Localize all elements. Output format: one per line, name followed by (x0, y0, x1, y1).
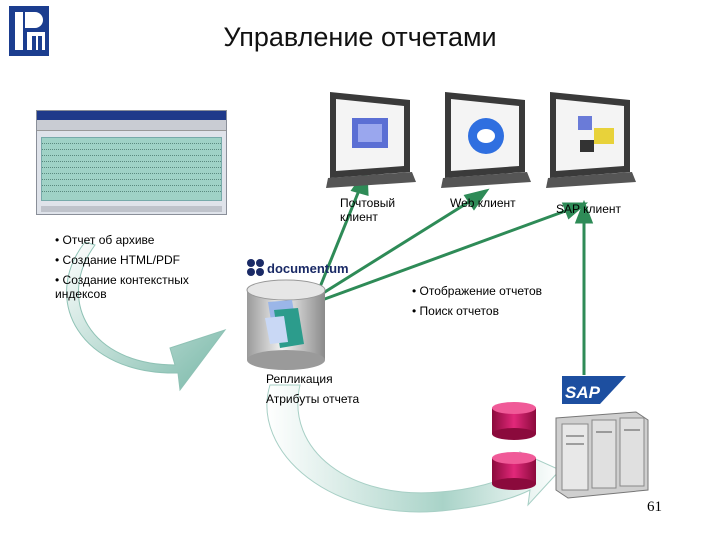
bullet-item: • Поиск отчетов (412, 304, 499, 318)
report-status-bar (41, 206, 222, 212)
documentum-database-icon (246, 279, 326, 370)
report-toolbar (37, 120, 226, 131)
viewer-bullet-list: • Отображение отчетов • Поиск отчетов (412, 284, 562, 324)
mail-monitor-icon (326, 92, 416, 188)
university-logo (5, 4, 53, 58)
sap-client-label: SAP клиент (556, 202, 622, 216)
sap-logo-icon (562, 376, 626, 404)
bullet-item: • Отображение отчетов (412, 284, 543, 298)
bullet-item: • Создание контекстных индексов (55, 273, 189, 301)
sap-logo-text: SAP (565, 383, 600, 402)
archive-bullet-list: • Отчет об архиве • Создание HTML/PDF • … (55, 233, 225, 307)
documentum-logo-icon (247, 259, 264, 276)
page-number: 61 (647, 499, 662, 515)
bullet-item: • Отчет об архиве (55, 233, 155, 247)
archive-curved-arrow (66, 241, 227, 392)
green-arrows (316, 167, 594, 375)
report-title-bar (37, 111, 226, 120)
mail-client-label: Почтовый клиент (340, 196, 396, 224)
red-disk-1-icon (492, 402, 536, 440)
slide-title: Управление отчетами (223, 22, 497, 52)
red-disk-2-icon (492, 452, 536, 490)
documentum-logo-text: documentum (267, 261, 349, 276)
web-monitor-icon (441, 92, 531, 188)
replication-label: Репликация (266, 372, 333, 386)
replication-curved-arrow (266, 384, 561, 513)
report-grid (41, 137, 222, 201)
report-attributes-label: Атрибуты отчета (266, 392, 360, 406)
server-rack-icon (555, 411, 649, 499)
replication-label-list: Репликация Атрибуты отчета (266, 372, 386, 412)
archive-report-screenshot (36, 110, 227, 215)
bullet-item: • Создание HTML/PDF (55, 253, 180, 267)
web-client-label: Web клиент (450, 196, 516, 210)
sap-monitor-icon (546, 92, 636, 188)
